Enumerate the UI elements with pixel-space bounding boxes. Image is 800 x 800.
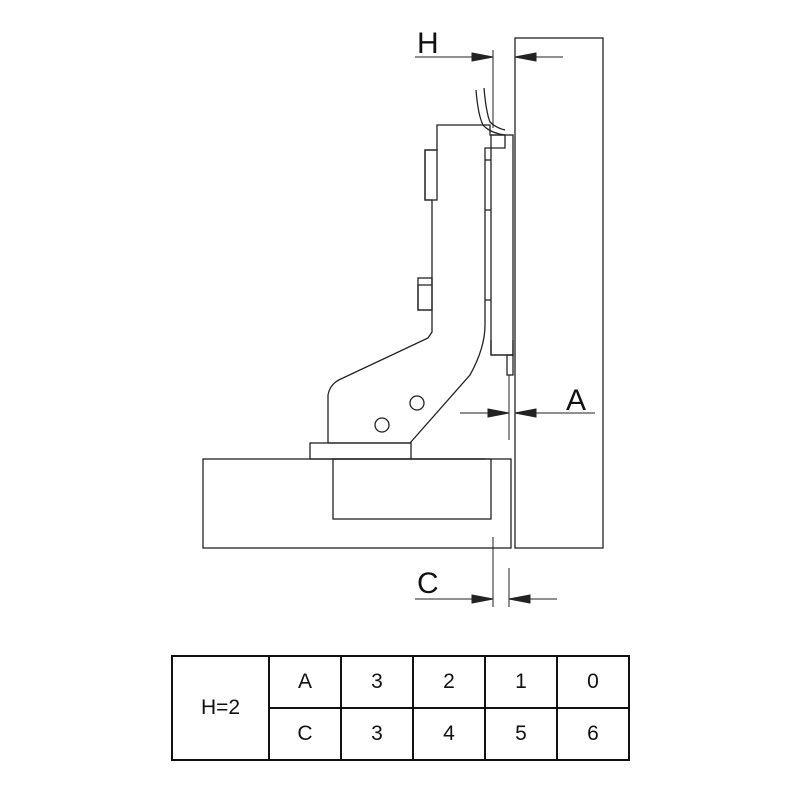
mounting-plate xyxy=(309,442,412,460)
dimension-label-h: H xyxy=(417,27,439,60)
table-cell: 3 xyxy=(340,655,414,709)
hinge-diagram: H A C xyxy=(202,27,604,607)
table-cell: 2 xyxy=(412,655,486,709)
table-row: H=2 A 3 2 1 0 xyxy=(171,655,630,761)
table-cell: 4 xyxy=(412,707,486,761)
dimension-label-a: A xyxy=(566,384,586,417)
cabinet-panel xyxy=(202,458,512,549)
hinge-arm xyxy=(327,124,506,444)
door-panel xyxy=(514,37,604,549)
spring-lever xyxy=(475,89,506,136)
table-cell: 6 xyxy=(556,707,630,761)
table-header-cell: H=2 xyxy=(171,655,270,761)
door-plate xyxy=(490,134,514,356)
hinge-cup xyxy=(332,458,492,520)
table-cell: 5 xyxy=(484,707,558,761)
table-cell: 1 xyxy=(484,655,558,709)
pivot-hole xyxy=(409,395,425,411)
table-row: C 3 4 5 6 xyxy=(172,707,630,761)
row-key-cell: C xyxy=(268,707,342,761)
pivot-hole xyxy=(374,417,390,433)
table-cell: 3 xyxy=(340,707,414,761)
spec-table: H=2 A 3 2 1 0 C 3 4 5 6 xyxy=(171,655,630,761)
dimension-label-c: C xyxy=(417,567,439,600)
table-cell: 0 xyxy=(556,655,630,709)
row-key-cell: A xyxy=(268,655,342,709)
